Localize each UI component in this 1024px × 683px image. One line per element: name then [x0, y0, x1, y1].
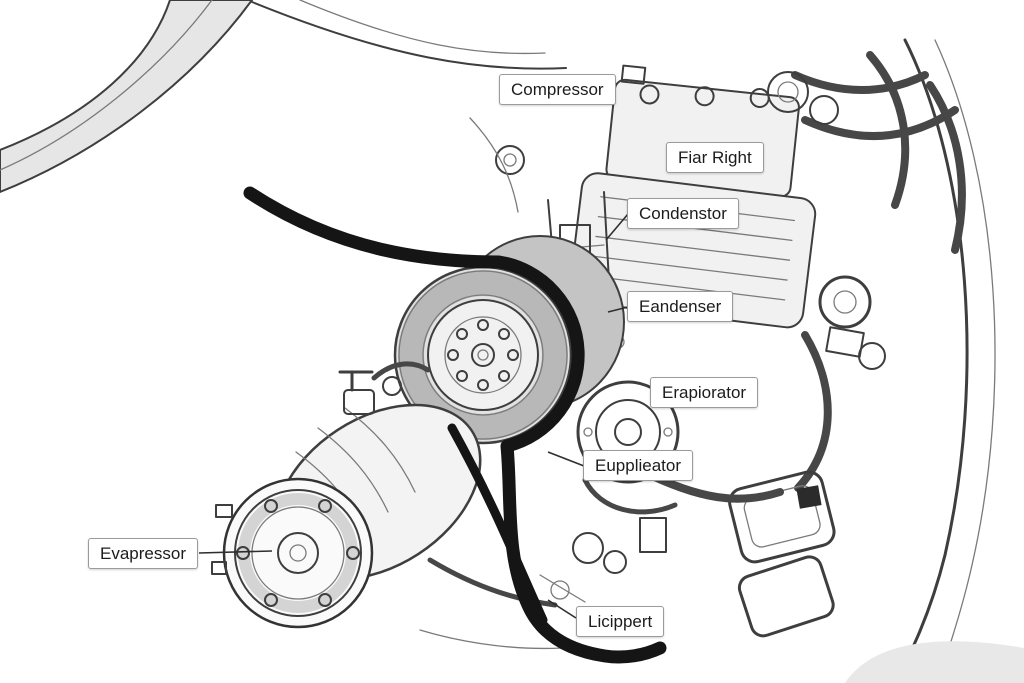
serpentine-belt [243, 186, 667, 664]
label-licippert: Licippert [576, 606, 665, 638]
label-condenstor: Condenstor [627, 198, 739, 230]
label-erapiorator: Erapiorator [650, 377, 759, 409]
label-evapressor: Evapressor [88, 538, 198, 570]
compressor-body [211, 361, 558, 629]
label-compressor: Compressor [499, 74, 616, 106]
label-fiar-right: Fiar Right [666, 142, 764, 174]
hood-edge [0, 0, 567, 194]
label-eupplieator: Eupplieator [583, 450, 694, 482]
leader-lines [198, 213, 629, 619]
label-eandenser: Eandenser [627, 291, 734, 323]
